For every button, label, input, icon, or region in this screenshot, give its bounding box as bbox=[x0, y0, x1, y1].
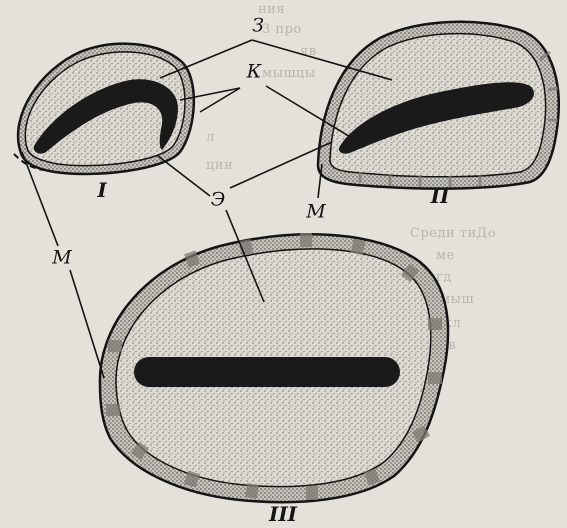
label-m-left: М bbox=[52, 249, 71, 268]
figure-2 bbox=[318, 22, 559, 189]
label-k: К bbox=[247, 63, 262, 82]
fig3-nucleus-band bbox=[134, 357, 400, 387]
label-e: Э bbox=[211, 191, 226, 210]
label-figure-1: I bbox=[97, 180, 106, 200]
label-z: З bbox=[252, 17, 264, 36]
label-figure-2: II bbox=[431, 186, 450, 206]
figure-3 bbox=[100, 233, 448, 502]
label-m-right: М bbox=[306, 203, 325, 222]
figure-1 bbox=[14, 44, 194, 174]
label-figure-3: III bbox=[269, 504, 297, 524]
